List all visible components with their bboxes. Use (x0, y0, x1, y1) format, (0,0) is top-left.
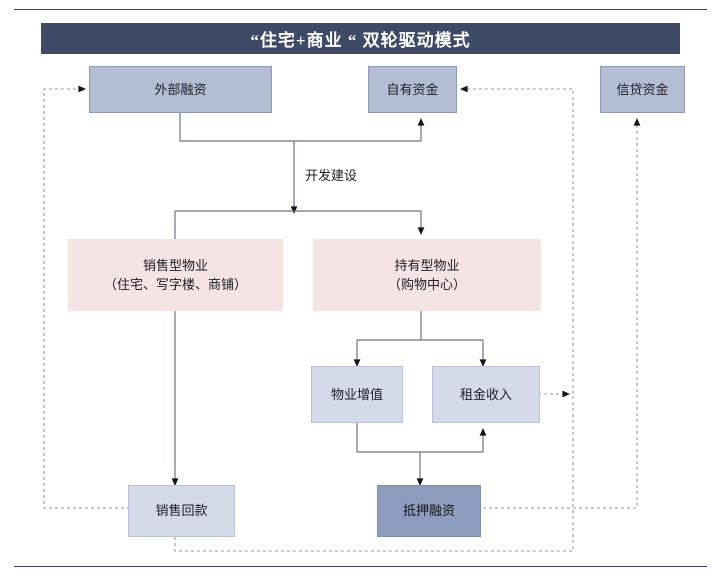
node-mortgage-financing[interactable]: 抵押融资 (377, 485, 481, 537)
edge-funds-to-own-funds (179, 113, 425, 142)
bottom-rule (14, 566, 707, 567)
node-property-appreciation-label: 物业增值 (330, 386, 383, 402)
node-sales-property[interactable]: 销售型物业 （住宅、写字楼、商铺） (68, 239, 283, 311)
node-held-property-line1: 持有型物业 (394, 257, 460, 273)
node-rental-income[interactable]: 租金收入 (432, 366, 540, 423)
node-external-financing-label: 外部融资 (154, 81, 207, 97)
top-rule (14, 9, 707, 10)
node-property-appreciation[interactable]: 物业增值 (311, 366, 403, 423)
node-rental-income-label: 租金收入 (459, 386, 512, 402)
edge-label-development-construction: 开发建设 (305, 168, 358, 183)
node-sales-property-line2: （住宅、写字楼、商铺） (103, 277, 247, 292)
node-held-property-line2: （购物中心） (387, 277, 466, 292)
node-mortgage-financing-label: 抵押融资 (402, 503, 455, 519)
node-credit-funds[interactable]: 信贷资金 (600, 66, 685, 113)
node-own-funds[interactable]: 自有资金 (368, 66, 457, 113)
node-held-property[interactable]: 持有型物业 （购物中心） (313, 239, 541, 311)
edge-appreciation-to-rental (356, 423, 487, 453)
node-own-funds-label: 自有资金 (386, 81, 439, 97)
node-external-financing[interactable]: 外部融资 (89, 66, 272, 113)
edge-mortgage-to-credit-funds (471, 117, 641, 509)
node-sales-collection-label: 销售回款 (155, 503, 208, 519)
node-sales-property-line1: 销售型物业 (142, 257, 208, 273)
page-title: “住宅+商业 “ 双轮驱动模式 (41, 23, 680, 54)
node-credit-funds-label: 信贷资金 (616, 81, 669, 97)
node-sales-collection[interactable]: 销售回款 (128, 485, 235, 537)
